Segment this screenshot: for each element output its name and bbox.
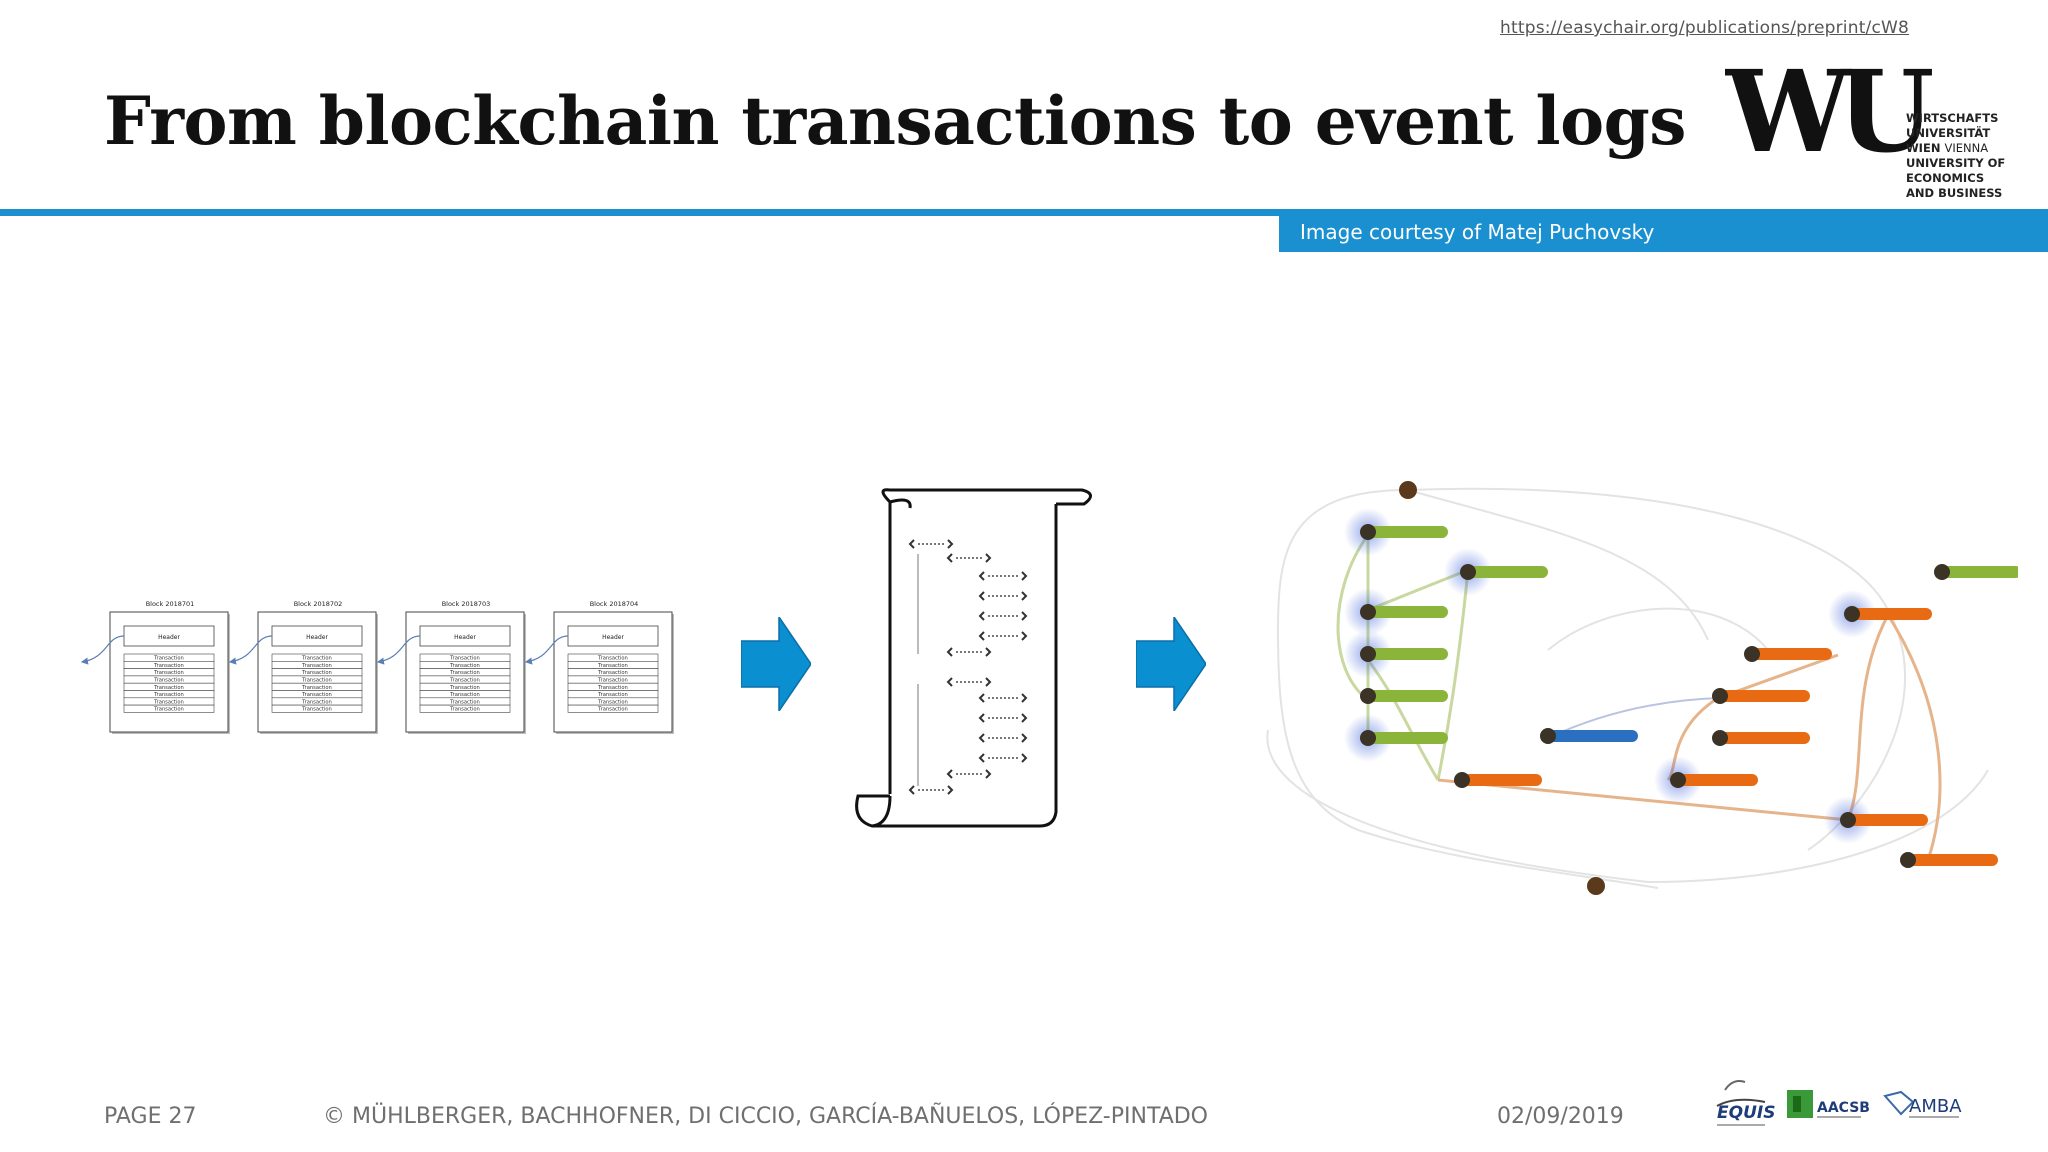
- svg-text:EQUIS: EQUIS: [1717, 1103, 1775, 1123]
- block-label: Block 2018701: [146, 600, 195, 608]
- graph-node: [1900, 852, 1998, 868]
- process-graph-icon: [1266, 481, 2018, 895]
- graph-node: [1344, 714, 1448, 762]
- transaction-label: Transaction: [449, 663, 480, 669]
- wu-logo-icon: WU: [1725, 58, 1947, 178]
- graph-node: [1540, 728, 1638, 744]
- transaction-label: Transaction: [449, 699, 480, 705]
- transaction-label: Transaction: [301, 670, 332, 676]
- xml-line: [946, 553, 992, 563]
- transaction-label: Transaction: [153, 685, 184, 691]
- block: Block 2018703HeaderTransactionTransactio…: [376, 600, 526, 734]
- transaction-label: Transaction: [301, 685, 332, 691]
- transaction-label: Transaction: [153, 699, 184, 705]
- xml-line: [978, 713, 1028, 723]
- transaction-label: Transaction: [449, 685, 480, 691]
- transaction-label: Transaction: [301, 707, 332, 713]
- amba-logo-icon: AMBA: [1883, 1090, 1962, 1118]
- block-label: Block 2018704: [590, 600, 639, 608]
- slide-title: From blockchain transactions to event lo…: [104, 82, 1686, 160]
- transaction-label: Transaction: [301, 692, 332, 698]
- image-credit-text: Image courtesy of Matej Puchovsky: [1300, 220, 1655, 244]
- xml-line: [978, 631, 1028, 641]
- xml-line: [946, 647, 992, 657]
- transaction-label: Transaction: [153, 678, 184, 684]
- transaction-label: Transaction: [153, 707, 184, 713]
- xml-line: [908, 785, 954, 795]
- right-arrow-icon: [1136, 617, 1206, 711]
- wu-logo-text: WIRTSCHAFTS UNIVERSITÄT WIEN VIENNA UNIV…: [1906, 111, 2006, 200]
- transaction-label: Transaction: [153, 663, 184, 669]
- right-arrow-icon: [741, 617, 811, 711]
- block: Block 2018702HeaderTransactionTransactio…: [228, 600, 378, 734]
- graph-node: [1824, 796, 1928, 844]
- transaction-label: Transaction: [301, 663, 332, 669]
- page-number: PAGE 27: [104, 1104, 197, 1129]
- transaction-label: Transaction: [449, 656, 480, 662]
- transaction-label: Transaction: [449, 670, 480, 676]
- graph-node: [1654, 756, 1758, 804]
- preprint-link[interactable]: https://easychair.org/publications/prepr…: [1500, 18, 1910, 38]
- svg-text:AACSB: AACSB: [1817, 1100, 1870, 1116]
- transaction-label: Transaction: [301, 678, 332, 684]
- transaction-label: Transaction: [301, 656, 332, 662]
- xml-scroll-icon: [855, 488, 1092, 828]
- block-label: Block 2018702: [294, 600, 343, 608]
- transaction-label: Transaction: [597, 670, 628, 676]
- block: Block 2018701HeaderTransactionTransactio…: [80, 600, 230, 734]
- blockchain-blocks-figure: Block 2018701HeaderTransactionTransactio…: [80, 600, 674, 734]
- graph-node: [1934, 564, 2018, 580]
- header-divider: [0, 209, 2048, 216]
- xml-line: [978, 591, 1028, 601]
- xml-line: [978, 733, 1028, 743]
- block-label: Block 2018703: [442, 600, 491, 608]
- graph-node: [1344, 588, 1448, 636]
- block-header-label: Header: [602, 634, 624, 641]
- xml-line: [946, 677, 992, 687]
- xml-line: [978, 571, 1028, 581]
- transaction-label: Transaction: [597, 685, 628, 691]
- footer-date: 02/09/2019: [1497, 1104, 1624, 1129]
- graph-node: [1712, 730, 1810, 746]
- xml-line: [908, 539, 954, 549]
- aacsb-logo-icon: AACSB: [1787, 1090, 1870, 1118]
- graph-node: [1444, 548, 1548, 596]
- graph-terminal-node: [1399, 481, 1417, 499]
- transaction-label: Transaction: [597, 663, 628, 669]
- accreditation-logos: EQUIS AACSB AMBA: [1716, 1080, 1962, 1126]
- transaction-label: Transaction: [153, 692, 184, 698]
- wu-logo-mark: WU: [1725, 58, 1933, 178]
- transaction-label: Transaction: [301, 699, 332, 705]
- xml-line: [978, 611, 1028, 621]
- block-header-label: Header: [306, 634, 328, 641]
- transaction-label: Transaction: [597, 707, 628, 713]
- graph-terminal-node: [1587, 877, 1605, 895]
- transaction-label: Transaction: [597, 678, 628, 684]
- svg-text:AMBA: AMBA: [1909, 1096, 1962, 1117]
- transaction-label: Transaction: [153, 656, 184, 662]
- graph-node: [1828, 590, 1932, 638]
- transaction-label: Transaction: [597, 699, 628, 705]
- transaction-label: Transaction: [153, 670, 184, 676]
- block: Block 2018704HeaderTransactionTransactio…: [524, 600, 674, 734]
- graph-node: [1344, 630, 1448, 678]
- graph-node: [1454, 772, 1542, 788]
- xml-line: [978, 753, 1028, 763]
- transaction-label: Transaction: [449, 678, 480, 684]
- xml-line: [946, 769, 992, 779]
- transaction-label: Transaction: [597, 692, 628, 698]
- transaction-label: Transaction: [597, 656, 628, 662]
- transaction-label: Transaction: [449, 692, 480, 698]
- graph-node: [1344, 508, 1448, 556]
- graph-node: [1744, 646, 1832, 662]
- image-credit-banner: Image courtesy of Matej Puchovsky: [1279, 212, 2048, 252]
- xml-line: [978, 693, 1028, 703]
- block-header-label: Header: [158, 634, 180, 641]
- graph-node: [1360, 688, 1448, 704]
- equis-logo-icon: EQUIS: [1716, 1080, 1775, 1126]
- block-header-label: Header: [454, 634, 476, 641]
- footer-authors: © MÜHLBERGER, BACHHOFNER, DI CICCIO, GAR…: [323, 1104, 1208, 1129]
- graph-node: [1712, 688, 1810, 704]
- transaction-label: Transaction: [449, 707, 480, 713]
